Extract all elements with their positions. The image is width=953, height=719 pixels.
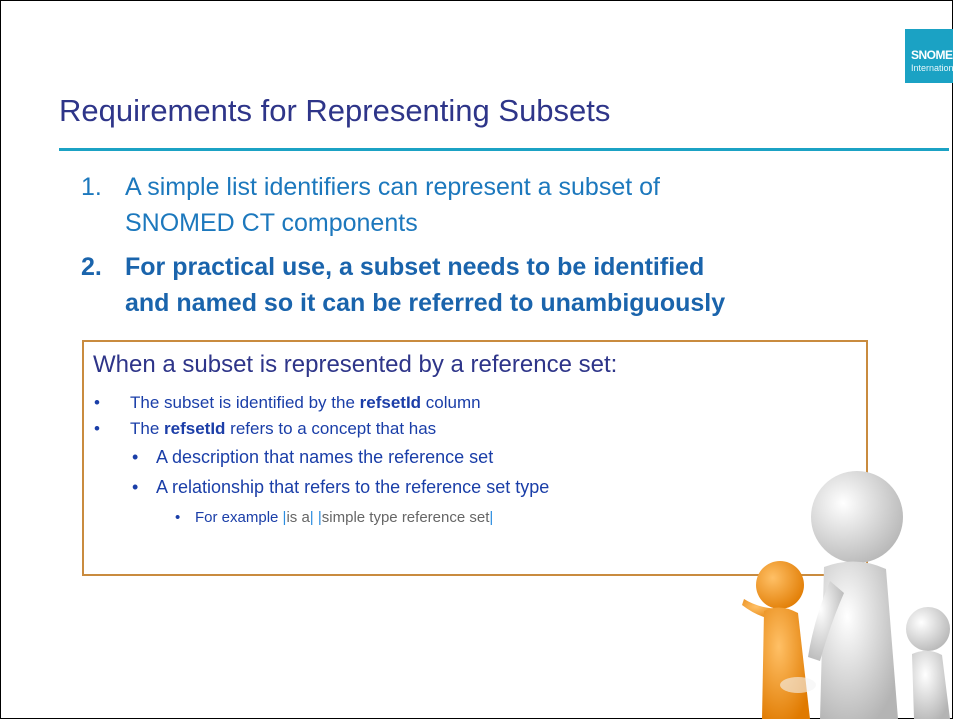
list-line: SNOMED CT components xyxy=(125,209,418,237)
list-item: 2. For practical use, a subset needs to … xyxy=(81,249,901,321)
bullet-icon: • xyxy=(132,477,139,497)
snomed-logo: SNOMED International xyxy=(905,29,953,83)
title-divider xyxy=(59,148,949,151)
bullet-text: A relationship that refers to the refere… xyxy=(156,477,550,497)
logo-text: SNOMED xyxy=(911,48,953,62)
list-line: A simple list identifiers can represent … xyxy=(125,173,660,201)
bullet-text: For example |is a| |simple type referenc… xyxy=(195,509,494,526)
list-line: and named so it can be referred to unamb… xyxy=(125,289,726,317)
list-item: 1. A simple list identifiers can represe… xyxy=(81,169,901,241)
bullet-text: The refsetId refers to a concept that ha… xyxy=(130,419,437,438)
bullet-text: The subset is identified by the refsetId… xyxy=(130,393,481,412)
bullet-icon: • xyxy=(175,509,181,526)
bullet-icon: • xyxy=(132,447,139,467)
figures-pointing-illustration xyxy=(742,471,950,719)
list-line: For practical use, a subset needs to be … xyxy=(125,253,705,281)
logo-subtext: International xyxy=(911,63,953,73)
box-heading: When a subset is represented by a refere… xyxy=(93,351,618,378)
bullet-text: A description that names the reference s… xyxy=(156,447,494,467)
list-number: 1. xyxy=(81,173,102,201)
bullet-icon: • xyxy=(94,393,100,412)
requirements-list: 1. A simple list identifiers can represe… xyxy=(81,169,901,321)
slide-title: Requirements for Representing Subsets xyxy=(59,93,611,128)
refset-info-box: When a subset is represented by a refere… xyxy=(82,340,868,576)
list-number: 2. xyxy=(81,253,102,281)
bullet-icon: • xyxy=(94,419,100,438)
